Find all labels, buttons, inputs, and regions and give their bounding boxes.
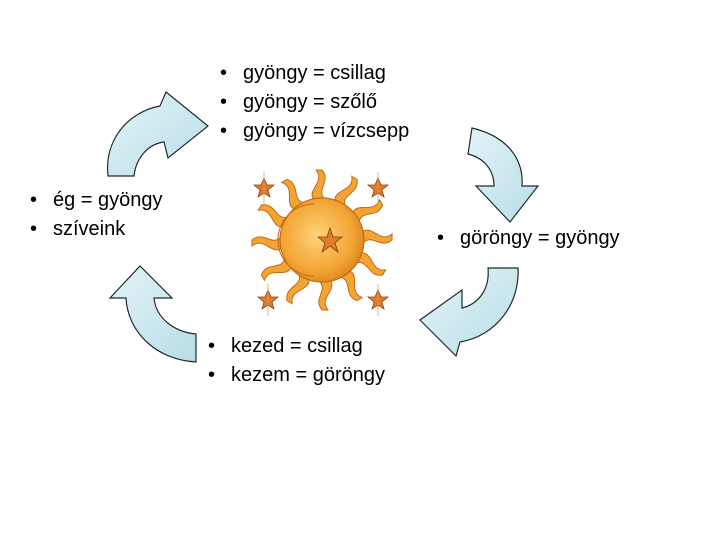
bullet-item: gyöngy = csillag xyxy=(220,59,409,88)
bullet-group-top: gyöngy = csillag gyöngy = szőlő gyöngy =… xyxy=(220,59,409,146)
curved-arrow-icon xyxy=(467,127,540,223)
bullet-group-bottom: kezed = csillag kezem = göröngy xyxy=(208,332,385,390)
bullet-group-right: göröngy = gyöngy xyxy=(437,224,620,253)
sun-moon-stars-icon xyxy=(251,169,393,311)
bullet-item: gyöngy = vízcsepp xyxy=(220,117,409,146)
bullet-item: kezem = göröngy xyxy=(208,361,385,390)
bullet-group-left: ég = gyöngy szíveink xyxy=(30,186,163,244)
bullet-item: szíveink xyxy=(30,215,163,244)
bullet-item: göröngy = gyöngy xyxy=(437,224,620,253)
bullet-item: gyöngy = szőlő xyxy=(220,88,409,117)
curved-arrow-icon xyxy=(106,91,209,177)
sparkle-lines xyxy=(263,172,379,316)
curved-arrow-icon xyxy=(419,267,519,358)
curved-arrow-icon xyxy=(108,265,197,363)
bullet-item: kezed = csillag xyxy=(208,332,385,361)
bullet-item: ég = gyöngy xyxy=(30,186,163,215)
